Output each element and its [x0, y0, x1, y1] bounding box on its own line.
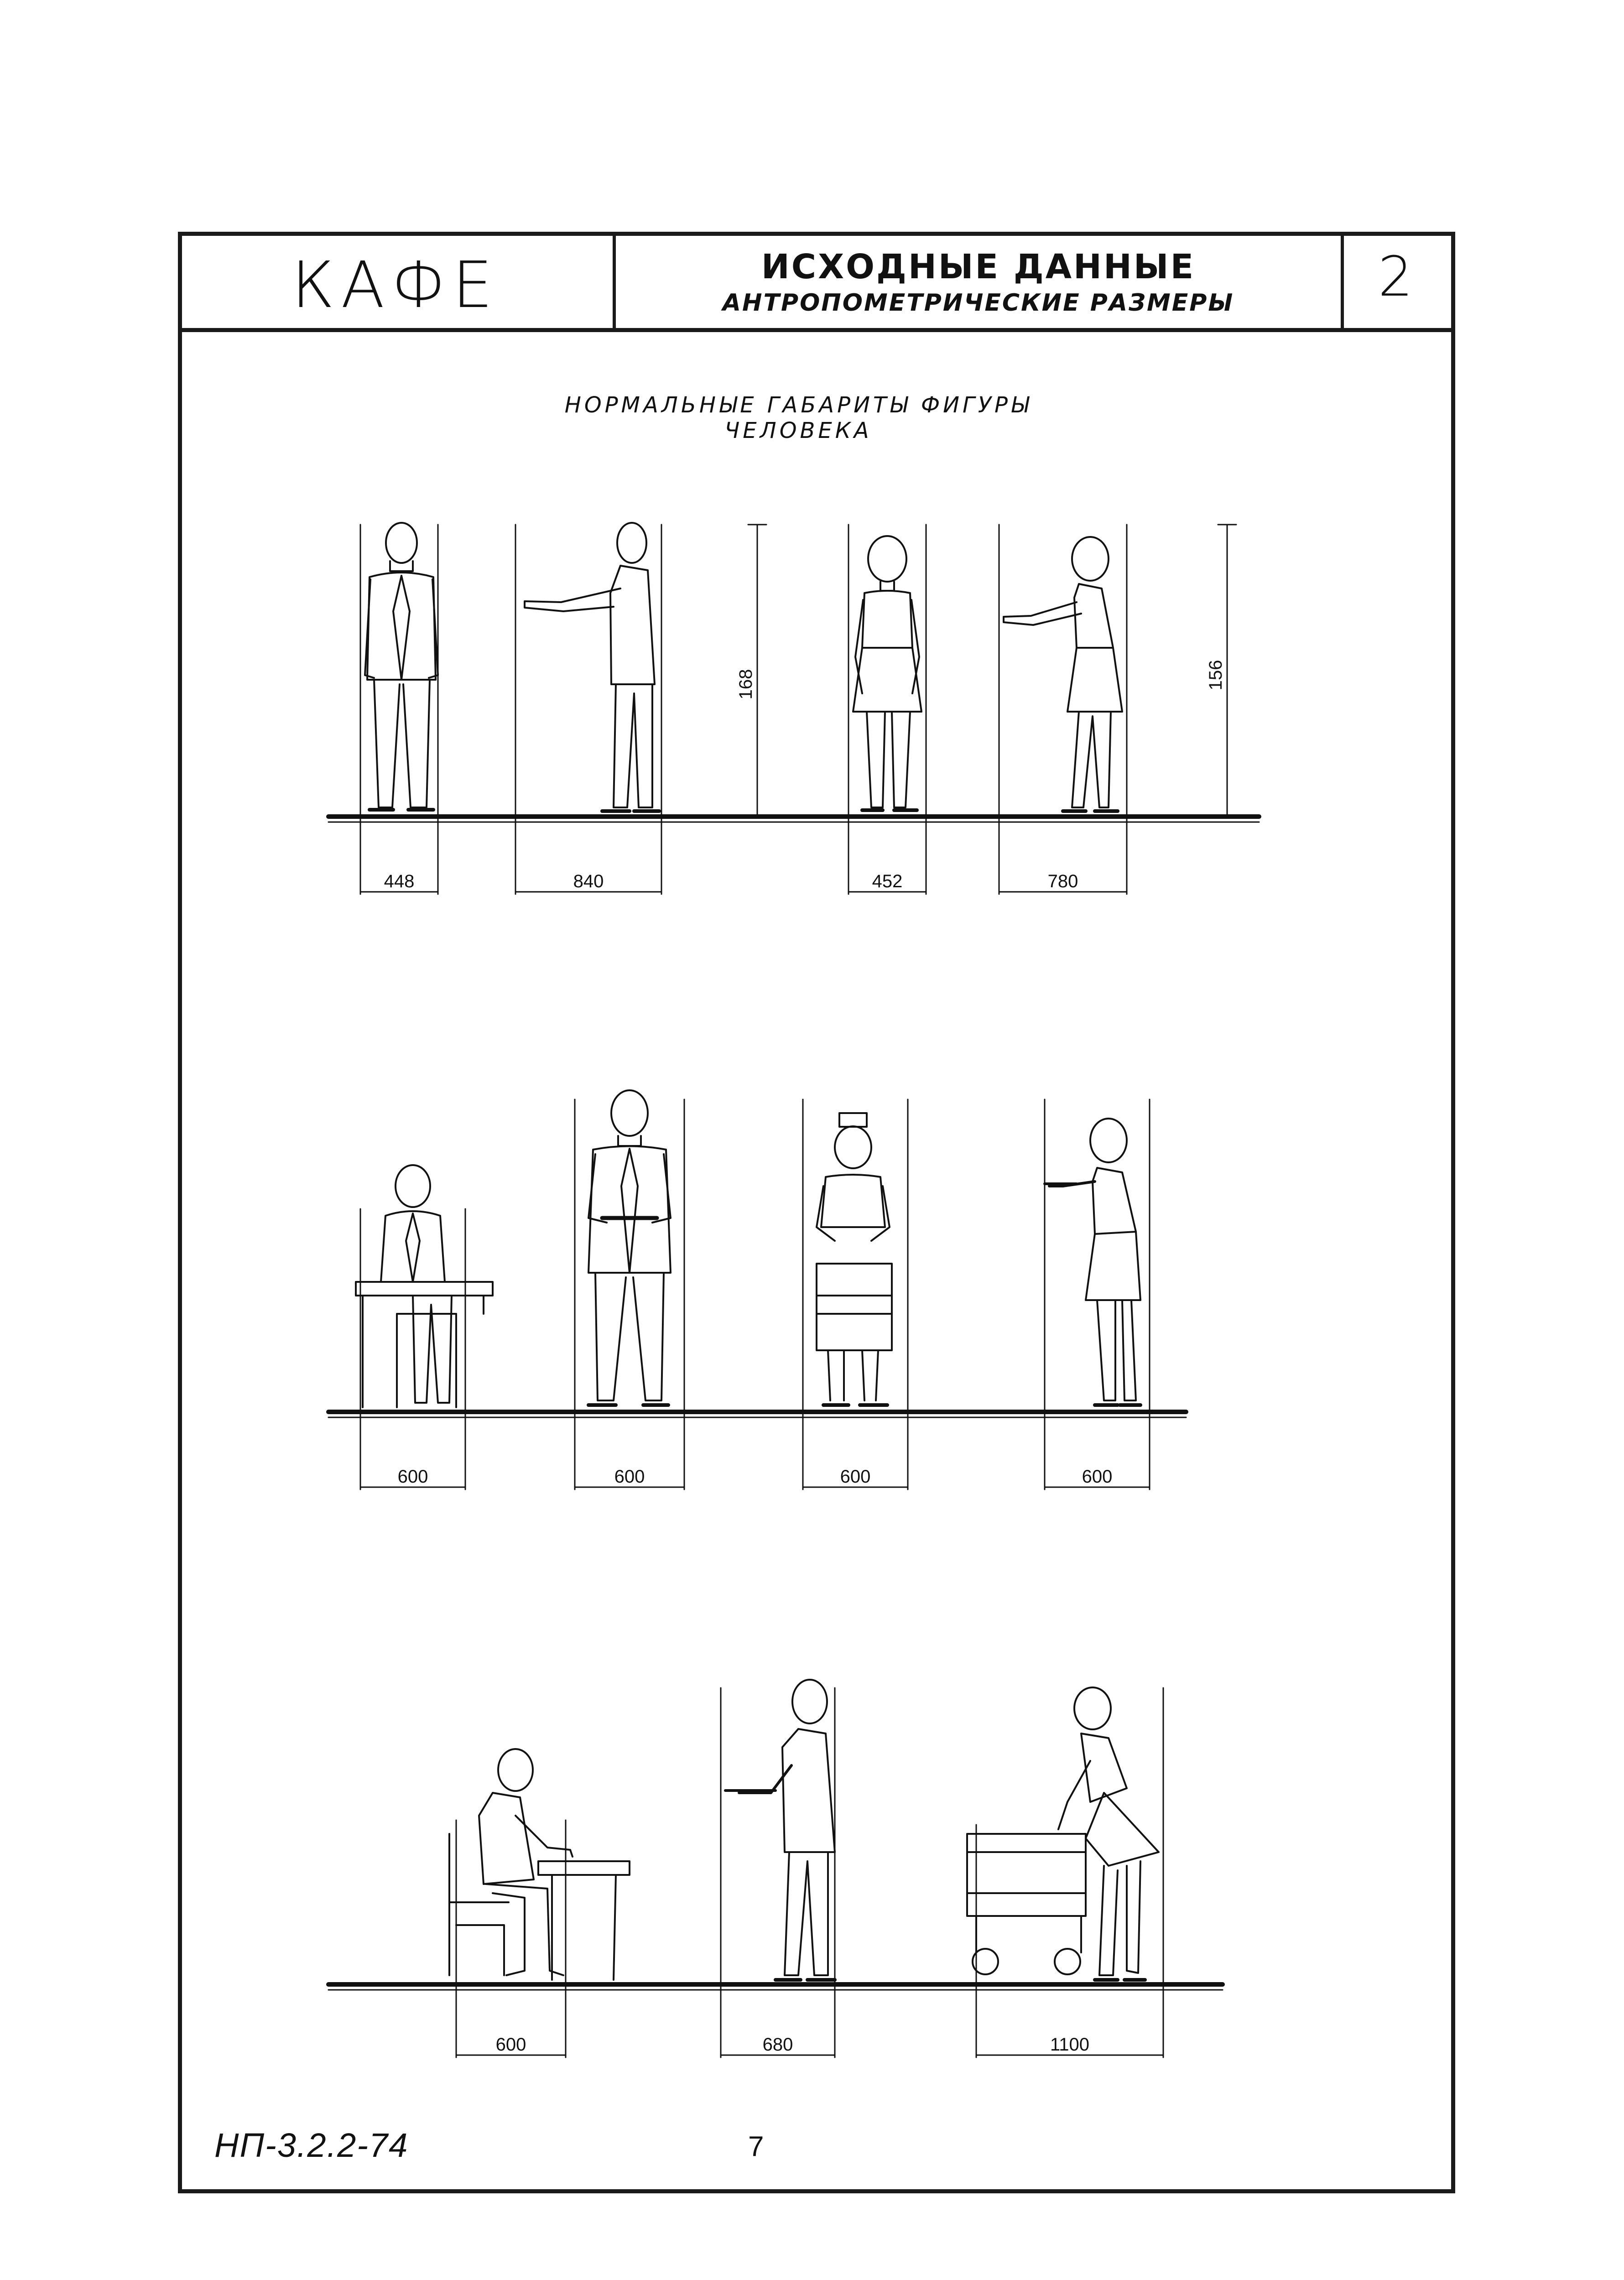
row1-envelope-lines — [359, 524, 1128, 895]
row2-width-3: 600 — [840, 1467, 871, 1487]
waitress-with-trolley-figure — [816, 1112, 893, 1407]
row1-width-3: 452 — [872, 871, 903, 891]
row1-width-2: 840 — [573, 871, 604, 891]
sheet-frame — [178, 232, 1455, 2193]
row1-width-4: 780 — [1048, 871, 1078, 891]
row2-width-2: 600 — [614, 1467, 645, 1487]
page-number: 7 — [748, 2131, 764, 2162]
row2-envelope-lines — [359, 1098, 1150, 1490]
row3-width-1: 600 — [496, 2035, 526, 2055]
title-block-number-cell: 2 — [1344, 232, 1447, 328]
row1-height-man: 168 — [736, 669, 756, 700]
row3-width-2: 680 — [763, 2035, 793, 2055]
row1-width-1: 448 — [384, 871, 415, 891]
seated-man-figure — [355, 1164, 494, 1408]
org-name: КАФЕ — [291, 248, 499, 323]
woman-front-figure — [852, 535, 922, 812]
woman-side-reaching-figure — [1003, 536, 1123, 813]
row1-group: 448 840 452 780 168 156 — [326, 522, 1261, 895]
row3-group: 600 680 1100 — [326, 1679, 1225, 2058]
waitress-side-tray-figure — [1043, 1118, 1142, 1407]
title-block-title-cell: ИСХОДНЫЕ ДАННЫЕ АНТРОПОМЕТРИЧЕСКИЕ РАЗМЕ… — [616, 232, 1344, 328]
row3-width-3: 1100 — [1050, 2035, 1089, 2055]
man-side-tray-figure — [724, 1679, 837, 1982]
man-holding-tray-figure — [587, 1089, 671, 1407]
man-front-figure — [364, 522, 439, 812]
sheet-number: 2 — [1378, 245, 1413, 309]
row2-width-4: 600 — [1082, 1467, 1113, 1487]
drawing-heading: НОРМАЛЬНЫЕ ГАБАРИТЫ ФИГУРЫ ЧЕЛОВЕКА — [564, 392, 1032, 443]
row1-height-dims — [747, 524, 1237, 817]
row3-envelope-lines — [455, 1687, 1164, 2058]
row2-group: 600 600 600 600 — [326, 1089, 1188, 1490]
title-block: КАФЕ ИСХОДНЫЕ ДАННЫЕ АНТРОПОМЕТРИЧЕСКИЕ … — [178, 232, 1455, 332]
man-side-reaching-figure — [524, 522, 661, 813]
row2-width-1: 600 — [398, 1467, 428, 1487]
title-block-org-cell: КАФЕ — [178, 232, 616, 328]
document-code: НП-3.2.2-74 — [214, 2126, 409, 2164]
sheet-subtitle: АНТРОПОМЕТРИЧЕСКИЕ РАЗМЕРЫ — [722, 289, 1234, 317]
waitress-pushing-trolley-figure — [966, 1687, 1160, 1982]
row1-height-woman: 156 — [1206, 660, 1226, 691]
seated-man-side-figure — [448, 1748, 630, 1981]
sheet-title: ИСХОДНЫЕ ДАННЫЕ — [761, 247, 1196, 286]
